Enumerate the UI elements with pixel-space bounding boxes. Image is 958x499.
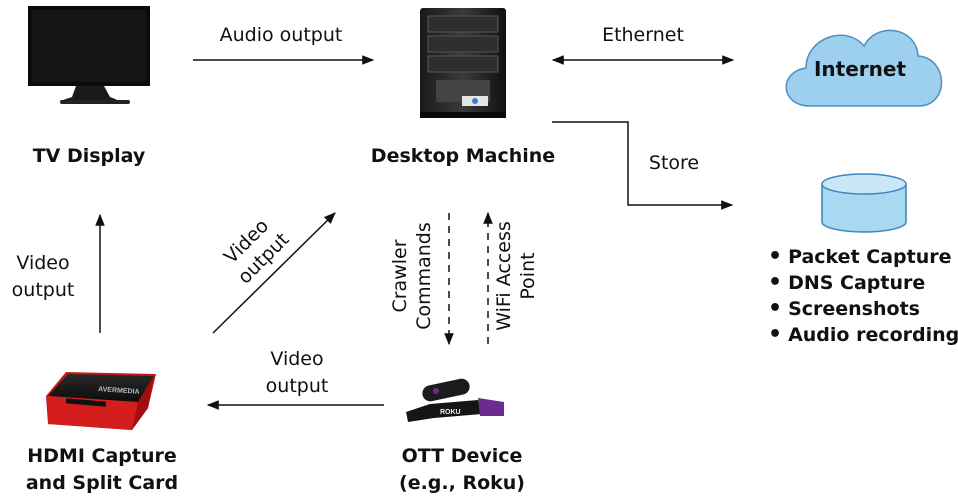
video-output-bottom-label: Video output (252, 346, 342, 400)
video-output-left-label: Video output (2, 250, 84, 304)
ethernet-label: Ethernet (602, 24, 684, 46)
storage-item-audio-recordings: Audio recordings (768, 322, 958, 348)
hdmi-capture-line1: HDMI Capture (27, 445, 177, 467)
desktop-tower-icon (420, 8, 506, 118)
ott-device-line2: (e.g., Roku) (399, 472, 525, 494)
ott-device-line1: OTT Device (401, 445, 523, 467)
streaming-stick-brand: ROKU (440, 409, 461, 416)
capture-card-icon: AVERMEDIA (46, 372, 156, 430)
video-output-diagonal-arrow (212, 212, 336, 334)
storage-item-screenshots: Screenshots (768, 296, 958, 322)
streaming-stick-icon: ROKU (406, 378, 504, 422)
tv-monitor-icon (28, 6, 150, 104)
store-arrow (552, 121, 734, 210)
store-label: Store (648, 152, 700, 174)
audio-output-label: Audio output (219, 24, 343, 46)
database-cylinder-icon (821, 173, 907, 233)
wifi-access-point-line1: WiFi Access (493, 221, 515, 331)
wifi-access-point-label: WiFi Access Point (492, 216, 540, 336)
cloud-icon (785, 29, 943, 107)
crawler-commands-label: Crawler Commands (388, 216, 436, 336)
video-output-bottom-line1: Video (270, 348, 324, 370)
hdmi-capture-label: HDMI Capture and Split Card (16, 443, 188, 497)
ott-device-label: OTT Device (e.g., Roku) (386, 443, 538, 497)
desktop-machine-label: Desktop Machine (370, 145, 556, 167)
storage-items-list: Packet Capture DNS Capture Screenshots A… (768, 244, 958, 348)
crawler-commands-line1: Crawler (389, 239, 411, 313)
video-output-left-line1: Video (16, 252, 70, 274)
storage-item-dns-capture: DNS Capture (768, 270, 958, 296)
crawler-commands-line2: Commands (413, 222, 435, 330)
internet-label: Internet (813, 57, 907, 81)
storage-item-packet-capture: Packet Capture (768, 244, 958, 270)
hdmi-capture-line2: and Split Card (25, 472, 179, 494)
capture-card-brand: AVERMEDIA (98, 386, 140, 396)
tv-display-label: TV Display (32, 145, 146, 167)
wifi-access-point-line2: Point (517, 252, 539, 300)
video-output-bottom-line2: output (265, 375, 329, 397)
video-output-left-line2: output (11, 279, 75, 301)
